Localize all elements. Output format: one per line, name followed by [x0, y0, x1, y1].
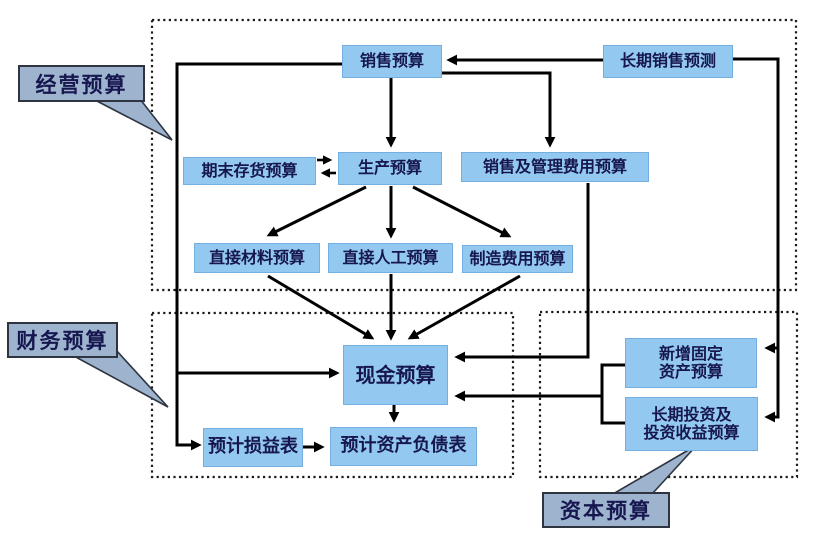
financial-callout-tail [69, 349, 169, 408]
node-label: 现金预算 [355, 362, 436, 387]
operating-section-border [150, 18, 798, 292]
callout-capital-budget: 资本预算 [542, 492, 670, 528]
node-new-fixed-assets-budget: 新增固定 资产预算 [625, 338, 757, 388]
callout-operating-budget: 经营预算 [18, 65, 145, 102]
node-label: 直接材料预算 [208, 247, 305, 267]
callout-label: 经营预算 [35, 72, 128, 97]
node-cash-budget: 现金预算 [343, 345, 448, 405]
callout-financial-budget: 财务预算 [7, 322, 118, 358]
node-budgeted-balance-sheet: 预计资产负债表 [330, 427, 477, 466]
node-sales-budget: 销售预算 [342, 45, 442, 78]
node-production-budget: 生产预算 [338, 152, 442, 185]
node-ending-inventory-budget: 期末存货预算 [183, 157, 316, 185]
callout-label: 财务预算 [16, 329, 109, 353]
node-manufacturing-overhead-budget: 制造费用预算 [462, 245, 573, 273]
node-label: 销售预算 [359, 51, 424, 71]
node-label: 预计资产负债表 [340, 435, 467, 457]
node-label-line1: 长期投资及 [651, 404, 732, 424]
node-label: 制造费用预算 [469, 248, 566, 268]
operating-callout-tail [92, 98, 173, 141]
node-label: 长期销售预测 [619, 51, 716, 71]
capital-callout-tail [610, 444, 698, 495]
node-selling-admin-expense-budget: 销售及管理费用预算 [461, 152, 649, 182]
node-long-term-investment-budget: 长期投资及 投资收益预算 [625, 397, 758, 451]
callout-tails [69, 98, 698, 495]
node-label: 期末存货预算 [201, 160, 298, 180]
node-label-line1: 新增固定 [658, 343, 723, 363]
node-label: 预计损益表 [208, 436, 298, 458]
node-label-line2: 资产预算 [658, 362, 723, 381]
node-direct-labor-budget: 直接人工预算 [328, 243, 453, 273]
node-label: 生产预算 [357, 158, 422, 178]
node-label: 销售及管理费用预算 [482, 156, 627, 176]
node-long-term-sales-forecast: 长期销售预测 [603, 45, 733, 78]
node-label-line2: 投资收益预算 [643, 423, 740, 442]
node-direct-materials-budget: 直接材料预算 [194, 243, 320, 273]
node-label: 直接人工预算 [342, 247, 439, 267]
callout-label: 资本预算 [560, 499, 652, 523]
flow-arrows [175, 54, 780, 453]
node-budgeted-income-statement: 预计损益表 [203, 428, 303, 467]
